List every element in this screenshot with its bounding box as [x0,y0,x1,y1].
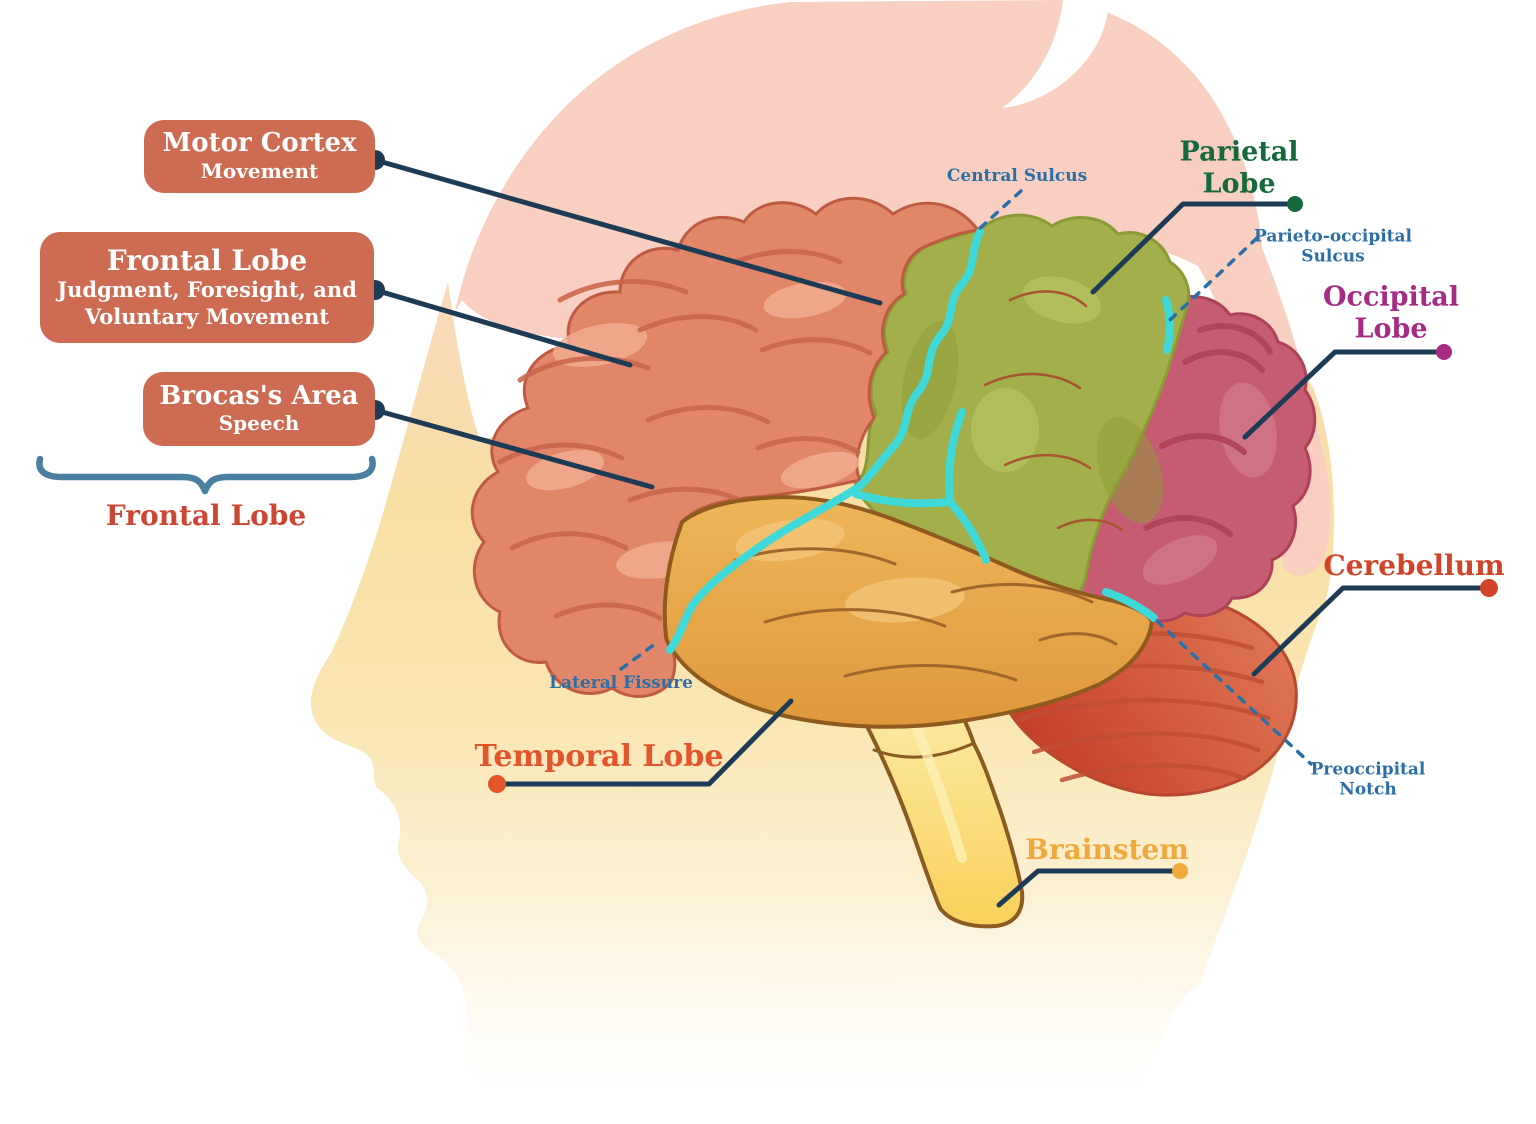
cerebellum-stripe [1059,763,1247,783]
occipital-lobe-leader [1242,349,1447,440]
temporal-lobe-shape-group [662,495,1155,729]
frontal-lobe-brace [36,455,376,495]
lateral-fissure-label: Lateral Fissure [549,673,693,694]
brocas-area-callout: Brocas's Area Speech [143,372,375,446]
preoccipital-pointer [1155,619,1313,766]
lateral-fissure-line [666,482,864,654]
temporal-dot [488,775,506,793]
motor-cortex-leader [372,157,883,306]
occipital-highlight [1219,382,1277,478]
frontal-highlight [552,323,648,367]
brainstem-leader [996,868,1183,908]
temporal-gyrus [950,582,1094,604]
central-sulcus-label: Central Sulcus [946,166,1088,187]
frontal-lobe-brace-label: Frontal Lobe [105,498,307,532]
frontal-gyrus [627,486,751,507]
frontal-lobe-shape [470,196,981,698]
occipital-gyrus [1159,433,1247,455]
frontal-highlight [780,451,860,489]
temporal-lobe-label: Temporal Lobe [474,738,724,774]
hair-shape [455,0,1331,576]
parietal-vein [1003,454,1092,470]
brocas-area-subtitle: Speech [218,411,300,436]
parietal-lobe-label: Parietal Lobe [1179,136,1299,200]
sulci [666,228,1174,654]
brainstem-dot [1172,863,1188,879]
frontal-gyrus [509,531,629,551]
parieto-occipital-sulcus-label: Parieto-occipital Sulcus [1254,226,1412,266]
brain [470,196,1317,929]
temporal-gyrus [1038,632,1118,646]
frontal-highlight [763,281,847,319]
occipital-gyrus [1143,515,1233,537]
parietal-lobe-leader [1090,201,1298,295]
parietal-vein [1056,518,1124,532]
lateral-fissure-pointer [619,639,661,671]
frontal-gyrus [557,279,689,303]
motor-cortex-subtitle: Movement [200,158,319,183]
cerebellum-label: Cerebellum [1323,548,1505,582]
occipital-gyrus [1197,323,1273,355]
frontal-gyrus [553,602,663,621]
annotations [36,150,1498,908]
occipital-lobe-label: Occipital Lobe [1322,281,1460,345]
parietal-vein [1008,290,1088,308]
fissure-branch-up [945,408,966,506]
parietal-highlight [971,388,1039,472]
occipital-gyrus [1182,349,1265,373]
parietal-lobe-shape-group [854,213,1191,606]
parietal-dot [1287,196,1303,212]
preoccipital-notch-label: Preoccipital Notch [1310,759,1426,799]
frontal-lobe-title: Frontal Lobe [106,244,308,278]
cerebellum-stripe [1015,697,1271,723]
fissure-branch-down [946,498,990,564]
parietal-vein [983,372,1082,390]
brocas-area-leader [372,407,655,490]
frontal-lobe-subtitle: Judgment, Foresight, and Voluntary Movem… [57,277,357,329]
preoccipital-notch-mark [1102,588,1158,622]
frontal-gyrus [645,405,771,425]
parietal-shading [1096,416,1164,524]
cerebellum-leader [1251,585,1492,677]
brocas-area-title: Brocas's Area [159,380,359,411]
frontal-gyrus [759,337,873,356]
motor-cortex-callout: Motor Cortex Movement [144,120,375,193]
frontal-gyrus [732,249,843,265]
temporal-lobe-leader [494,698,794,787]
hair-wisp [396,240,458,266]
brainstem-label: Brainstem [1025,832,1189,866]
temporal-highlight [735,518,845,562]
parietal-highlight [1022,276,1102,324]
occipital-highlight [1142,535,1218,585]
occipital-dot [1436,344,1452,360]
frontal-gyrus [517,355,651,383]
hair-swirl-notch [1002,0,1109,108]
cerebellum-dot [1480,579,1498,597]
temporal-gyrus [763,608,947,628]
central-sulcus-line [856,228,984,490]
frontal-gyrus [497,442,625,465]
frontal-lobe-callout: Frontal Lobe Judgment, Foresight, and Vo… [40,232,374,343]
parietal-shading [901,321,959,439]
central-sulcus-pointer [977,189,1023,231]
parieto-occipital-sulcus-mark [1162,296,1174,354]
fissure-branch [852,490,954,508]
cerebellum-stripe [1031,731,1261,755]
frontal-gyrus [637,314,759,333]
temporal-gyrus [843,664,1018,682]
motor-cortex-title: Motor Cortex [162,128,357,159]
frontal-gyrus [755,436,861,455]
parieto-occipital-pointer [1168,236,1259,322]
frontal-lobe-leader [372,287,633,368]
